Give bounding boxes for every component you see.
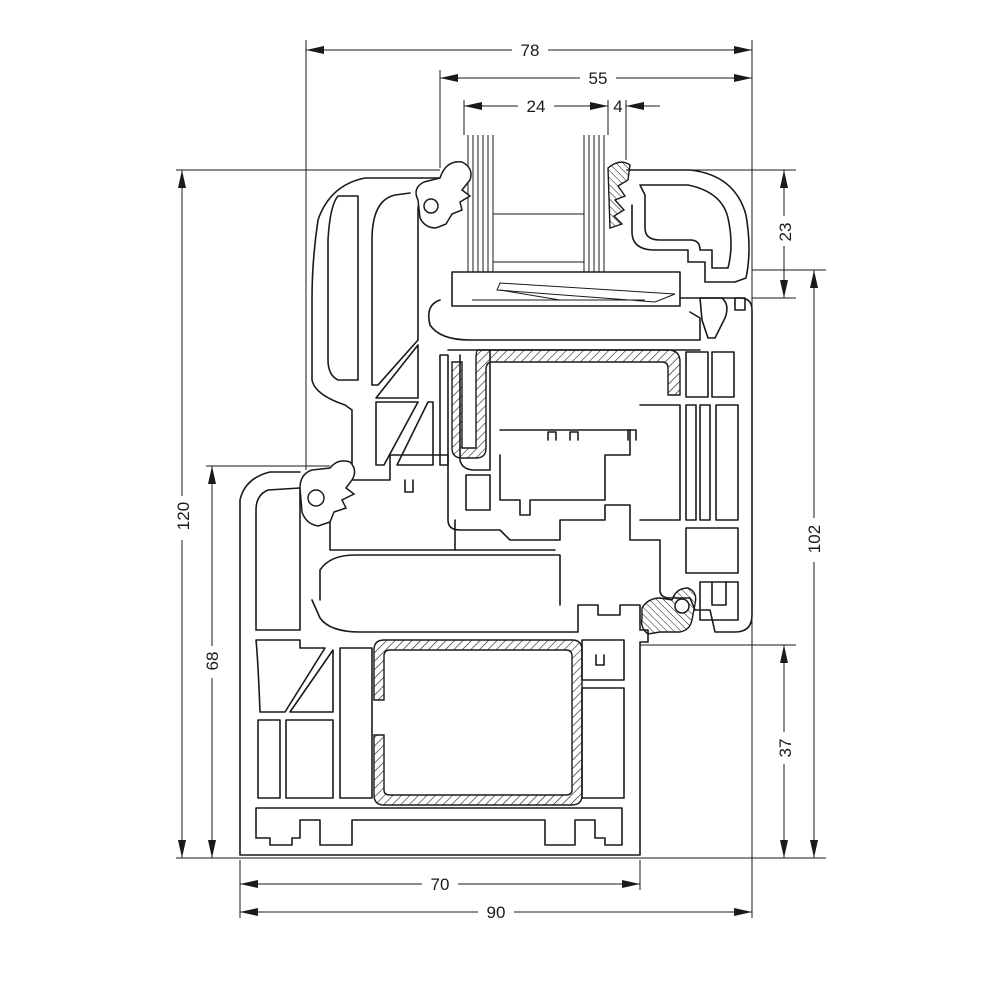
dim-label-frame-height: 68 <box>203 652 222 671</box>
glazing-block <box>451 271 681 307</box>
dim-label-overall-depth: 90 <box>487 903 506 922</box>
dim-label-glass-offset: 4 <box>613 97 622 116</box>
dim-label-glass: 24 <box>527 97 546 116</box>
dim-label-bottom-right: 37 <box>776 739 795 758</box>
sash-reinforcement <box>451 349 681 459</box>
glass-unit <box>467 135 605 272</box>
dim-label-top-overall: 78 <box>521 41 540 60</box>
dim-label-top-sash: 55 <box>589 69 608 88</box>
dim-label-total-height: 120 <box>174 502 193 530</box>
dim-label-frame-depth: 70 <box>431 875 450 894</box>
dimension-labels: 78 55 24 4 23 120 68 102 37 70 90 <box>172 40 824 922</box>
dimension-lines <box>178 46 818 916</box>
dim-label-sash-height: 102 <box>805 525 824 553</box>
gaskets <box>299 161 697 635</box>
sash-profile <box>311 177 753 633</box>
dim-label-bead-height: 23 <box>776 223 795 242</box>
extension-lines <box>176 40 826 918</box>
frame-reinforcement <box>373 639 583 806</box>
glazing-bead <box>627 169 750 283</box>
